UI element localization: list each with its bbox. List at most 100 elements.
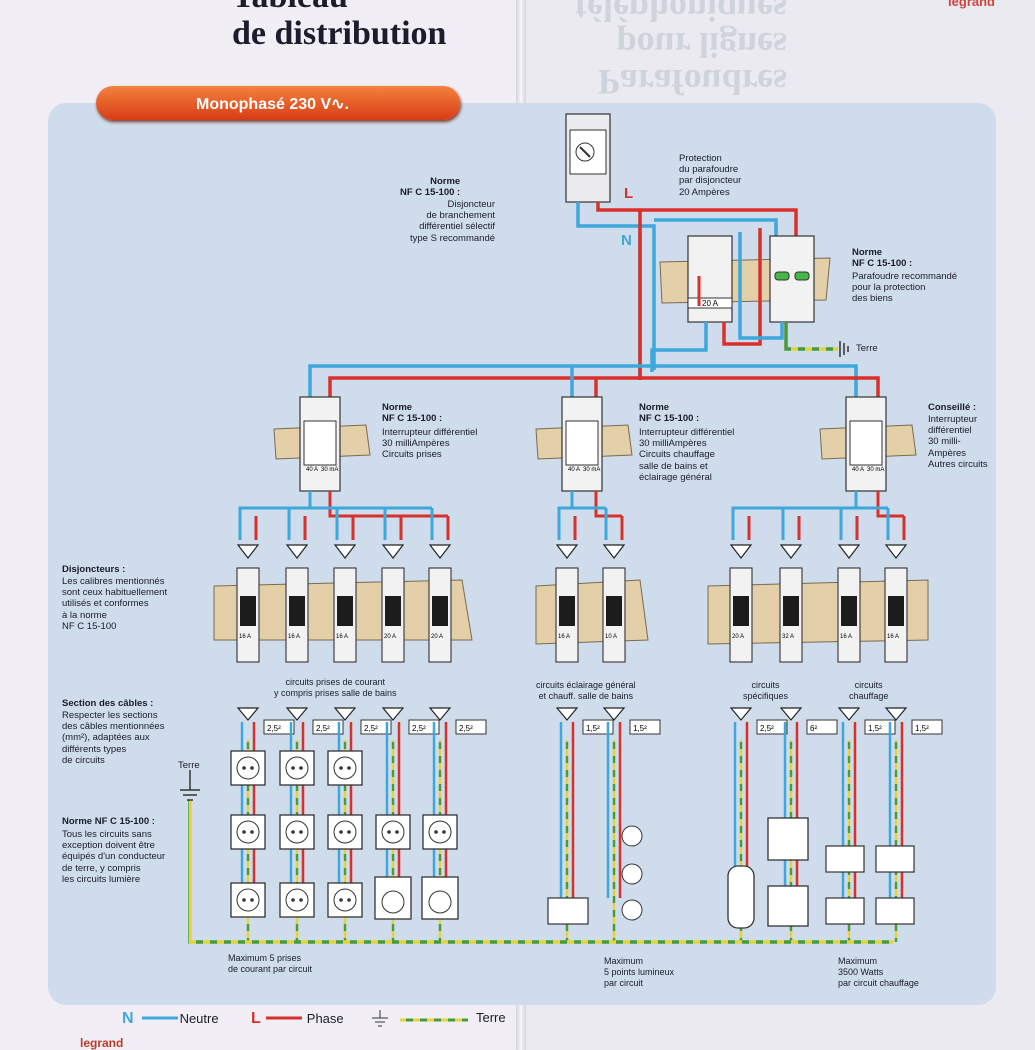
radiator [875,845,915,873]
group-prises: circuits prises de courant y compris pri… [274,677,397,698]
breaker-toggle [559,596,575,626]
socket-face [333,888,357,912]
socket-pin [299,766,303,770]
note-max-chauffage: Maximum 3500 Watts par circuit chauffage [838,956,919,988]
breaker-rating: 16 A [840,634,852,640]
note-id-chauffage: Norme NF C 15-100 : [639,402,700,425]
feed-neutral [557,491,574,520]
circuit-triangle [729,707,753,721]
note-max-lumiere: Maximum 5 points lumineux par circuit [604,956,675,988]
breaker-triangle [884,544,908,559]
note-branchement: Norme NF C 15-100 : [400,176,461,199]
socket-pin [387,830,391,834]
breaker-toggle [432,596,448,626]
label-N-in: N [621,232,632,249]
cable-section-label: 2,5² [267,724,281,733]
breaker-toggle [888,596,904,626]
socket-pin [242,766,246,770]
breaker-triangle [428,544,452,559]
socket-pin [395,830,399,834]
radiator [825,845,865,873]
socket-pin [339,898,343,902]
breaker-rating: 20 A [732,634,744,640]
cable-section-label: 1,5² [915,724,929,733]
note-terre-side: Terre [178,760,200,771]
note-section-cables-body: Respecter les sections des câbles mentio… [62,710,165,766]
socket-pin [339,830,343,834]
earth-symbol-side [180,770,200,801]
note-parafoudre: Norme NF C 15-100 : [852,247,913,270]
rcd-rating: 40 A [852,467,864,473]
cable-section-label: 2,5² [412,724,426,733]
breaker-toggle [385,596,401,626]
feed-neutral [731,491,858,520]
label-L-in: L [624,185,633,202]
note-section-cables: Section des câbles : [62,698,154,709]
note-norme-terre: Norme NF C 15-100 : [62,816,155,827]
socket-pin [291,830,295,834]
rcd-rating: 40 A [306,467,318,473]
circuit-triangle [837,707,861,721]
rcd-face [303,420,337,466]
rcd-face [849,420,883,466]
note-branchement-body: Disjoncteur de branchement différentiel … [410,199,496,244]
breaker-rating: 16 A [288,634,300,640]
group-chauffage: circuits chauffage [849,680,889,701]
breaker-rating: 20 A [431,634,443,640]
group-eclairage: circuits éclairage général et chauff. sa… [536,680,636,701]
cable-section-label: 1,5² [586,724,600,733]
socket-pin [242,898,246,902]
socket-pin [291,766,295,770]
radiator [875,897,915,925]
rcd-sensitivity: 30 mA [583,467,600,473]
note-id-autres-body: Interrupteur différentiel 30 milli- Ampè… [928,414,988,470]
socket-pin [250,830,254,834]
cable-section-box [864,719,896,735]
radiator [825,897,865,925]
socket-pin [299,898,303,902]
feed-phase [594,491,622,518]
brand-logo: legrand [948,0,995,9]
appliance-door [381,890,405,914]
cable-section-box [312,719,344,735]
brand-logo-bottom: legrand [80,1036,124,1050]
light-bulb [621,863,643,885]
socket-face [428,820,452,844]
socket-face [285,888,309,912]
breaker-20a-label: 20 A [702,299,719,308]
breaker-rating: 10 A [605,634,617,640]
breaker-toggle [337,596,353,626]
cooktop [767,885,809,927]
banner-monophase: Monophasé 230 V∿. [96,86,460,120]
circuit-triangle [285,707,309,721]
cable-section-box [911,719,943,735]
breaker-toggle [783,596,799,626]
note-parafoudre-body: Parafoudre recommandé pour la protection… [852,271,958,305]
note-id-autres: Conseillé : [928,402,977,413]
socket-pin [299,830,303,834]
socket-face [333,820,357,844]
circuit-triangle [381,707,405,721]
cable-section-box [629,719,661,735]
socket-pin [250,766,254,770]
breaker-rating: 16 A [558,634,570,640]
rcd-sensitivity: 30 mA [321,467,338,473]
note-protection-parafoudre: Protection du parafoudre par disjoncteur… [679,153,742,198]
note-disjoncteurs-body: Les calibres mentionnés sont ceux habitu… [62,576,168,632]
breaker-triangle [333,544,357,559]
cable-section-box [408,719,440,735]
parafoudre [769,235,815,323]
note-id-prises: Norme NF C 15-100 : [382,402,443,425]
note-disjoncteurs: Disjoncteurs : [62,564,126,575]
legend-terre: Terre [476,1010,506,1025]
cable-section-box [263,719,295,735]
cable-section-label: 2,5² [316,724,330,733]
note-id-prises-body: Interrupteur différentiel 30 milliAmpère… [382,427,478,461]
breaker-triangle [837,544,861,559]
circuit-triangle [236,707,260,721]
water-heater [727,865,755,929]
breaker-toggle [289,596,305,626]
